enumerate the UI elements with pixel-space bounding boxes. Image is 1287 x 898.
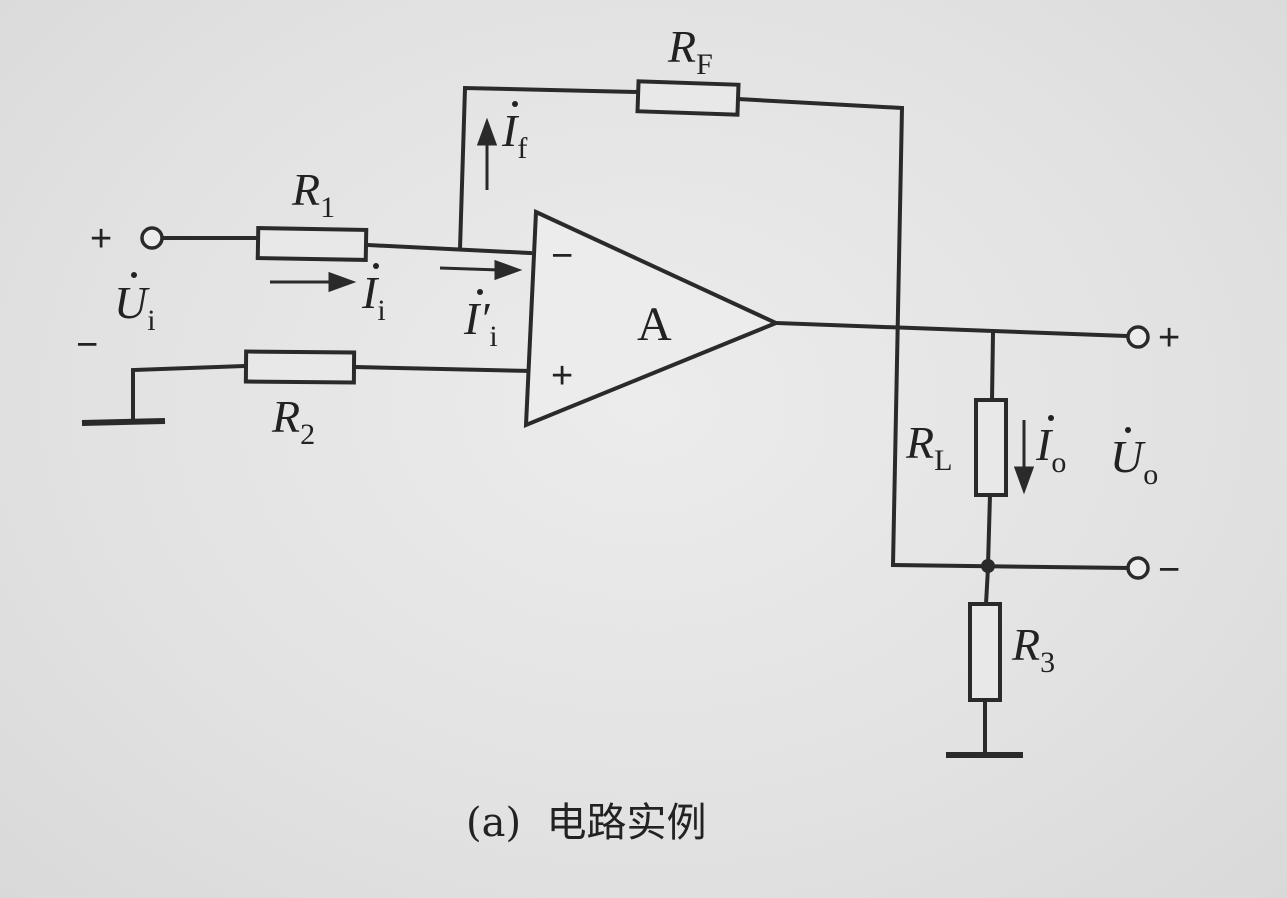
label-r1: R1	[291, 164, 335, 224]
junction-node	[981, 559, 995, 573]
wire-output	[773, 320, 1131, 339]
svg-text:Uo: Uo	[1110, 431, 1158, 491]
input-plus-sign: +	[90, 218, 112, 260]
opamp-noninverting-sign: +	[551, 355, 573, 397]
output-minus-sign: −	[1158, 549, 1180, 591]
terminal-output-minus	[1126, 556, 1150, 580]
svg-text:Ui: Ui	[114, 277, 156, 337]
terminal-input-plus	[140, 226, 164, 250]
label-ii: Ii	[361, 263, 386, 327]
label-ii-prime: I′i	[463, 289, 498, 353]
figure-caption: (a) 电路实例	[466, 800, 707, 846]
opamp-label: A	[637, 298, 672, 351]
resistor-r1	[255, 226, 369, 262]
wire-feedback-right	[735, 96, 905, 568]
svg-text:I′i: I′i	[463, 293, 498, 353]
label-ui: Ui	[114, 272, 156, 337]
arrow-io	[1013, 420, 1035, 495]
label-if: If	[501, 101, 527, 165]
terminal-output-plus	[1126, 325, 1150, 349]
resistor-rf	[635, 79, 741, 117]
label-uo: Uo	[1110, 427, 1158, 491]
wire-r3-top	[983, 565, 991, 607]
arrow-ii	[270, 271, 357, 293]
opamp-inverting-sign: −	[551, 235, 573, 277]
arrow-if	[476, 117, 498, 190]
label-io: Io	[1035, 415, 1066, 479]
input-minus-sign: −	[76, 324, 98, 366]
wire-input-minus	[131, 363, 249, 422]
output-plus-sign: +	[1158, 317, 1180, 359]
label-r3: R3	[1011, 619, 1055, 679]
wire-r2-to-noninverting	[353, 364, 533, 374]
svg-text:Ii: Ii	[361, 267, 386, 327]
wire-rl-top	[989, 330, 996, 403]
label-r2: R2	[271, 391, 315, 451]
wire-r1-to-inverting	[365, 242, 533, 256]
opamp-triangle	[523, 208, 782, 429]
label-rf: RF	[667, 21, 713, 81]
svg-text:Io: Io	[1035, 419, 1066, 479]
wire-feedback-left	[457, 85, 641, 252]
wire-rl-bottom	[985, 492, 993, 568]
svg-text:If: If	[501, 105, 527, 165]
resistor-rl	[974, 398, 1008, 497]
wire-return	[890, 562, 1131, 571]
label-rl: RL	[905, 417, 952, 477]
arrow-ii-prime	[439, 259, 523, 281]
resistor-r2	[243, 349, 357, 385]
ground-input	[81, 418, 166, 426]
resistor-r3	[968, 602, 1002, 702]
